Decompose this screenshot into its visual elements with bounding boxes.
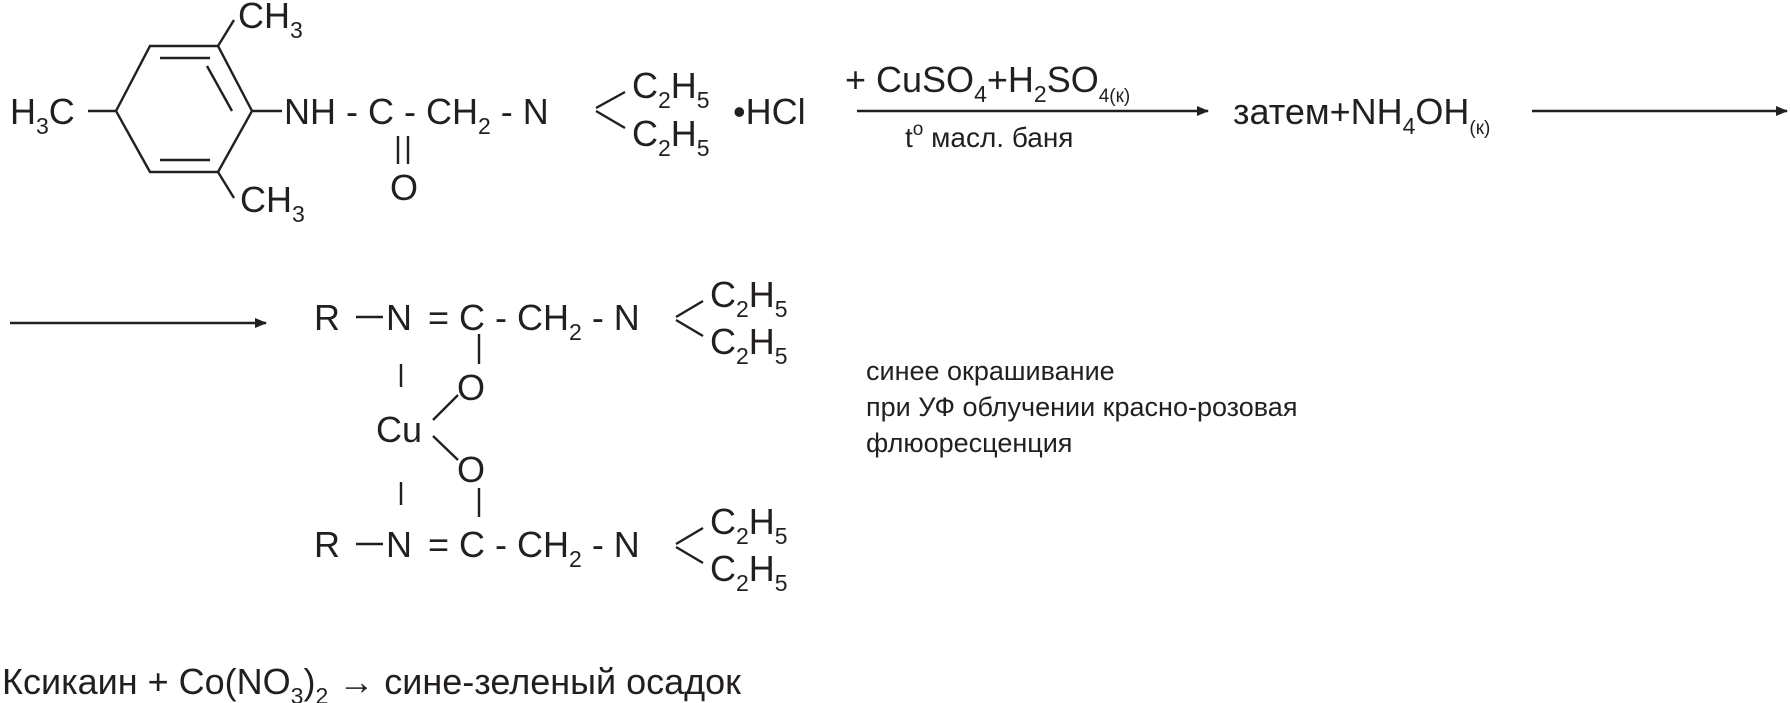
complex-n-bottom: N bbox=[386, 524, 412, 565]
complex-chain-top: = C - CH2 - N bbox=[428, 297, 640, 345]
carbonyl-double-bond bbox=[396, 136, 410, 164]
complex-ethyl-top-1: C2H5 bbox=[710, 274, 788, 322]
cu-o-bond-bottom bbox=[432, 435, 459, 461]
methyl-top-label: CH3 bbox=[238, 0, 303, 43]
complex-ethyl-bottom-1: C2H5 bbox=[710, 501, 788, 549]
ethyl-label-2: C2H5 bbox=[632, 113, 710, 161]
benzene-ring bbox=[88, 19, 282, 199]
complex-oxygen-top: O bbox=[457, 367, 485, 408]
complex-chain-bottom: = C - CH2 - N bbox=[428, 524, 640, 572]
complex-n-top: N bbox=[386, 297, 412, 338]
observation-line-2: при УФ облучении красно-розовая bbox=[866, 392, 1297, 422]
methyl-left-label: H3C bbox=[10, 91, 75, 139]
amide-chain-label: NH - C - CH2 - N bbox=[284, 91, 549, 139]
diethyl-bond-bottom-1 bbox=[675, 526, 704, 546]
diethyl-bonds bbox=[595, 90, 626, 130]
complex-r-top: R bbox=[314, 297, 340, 338]
methyl-bottom-label: CH3 bbox=[240, 179, 305, 227]
observation-line-3: флюоресценция bbox=[866, 428, 1072, 458]
hcl-salt-label: •HCl bbox=[733, 91, 806, 132]
copper-center-label: Cu bbox=[376, 409, 422, 450]
diethyl-bond-bottom-2 bbox=[675, 545, 704, 565]
complex-oxygen-bottom: O bbox=[457, 449, 485, 490]
cobalt-reaction-equation: Ксикаин + Co(NO3)2 → сине-зеленый осадок bbox=[2, 661, 741, 703]
carbonyl-oxygen-label: O bbox=[390, 167, 418, 208]
complex-r-bottom: R bbox=[314, 524, 340, 565]
complex-ethyl-top-2: C2H5 bbox=[710, 321, 788, 369]
step1-reagents: + CuSO4+H2SO4(к) bbox=[845, 59, 1130, 107]
diethyl-bond-top-1 bbox=[675, 299, 704, 319]
ethyl-label-1: C2H5 bbox=[632, 65, 710, 113]
step2-reagent-text: затем+NH4OH(к) bbox=[1233, 91, 1490, 139]
diethyl-bond-top-2 bbox=[675, 318, 704, 338]
step1-conditions: to масл. баня bbox=[905, 119, 1073, 153]
complex-ethyl-bottom-2: C2H5 bbox=[710, 548, 788, 596]
observation-line-1: синее окрашивание bbox=[866, 356, 1115, 386]
cu-o-bond-top bbox=[432, 394, 459, 421]
